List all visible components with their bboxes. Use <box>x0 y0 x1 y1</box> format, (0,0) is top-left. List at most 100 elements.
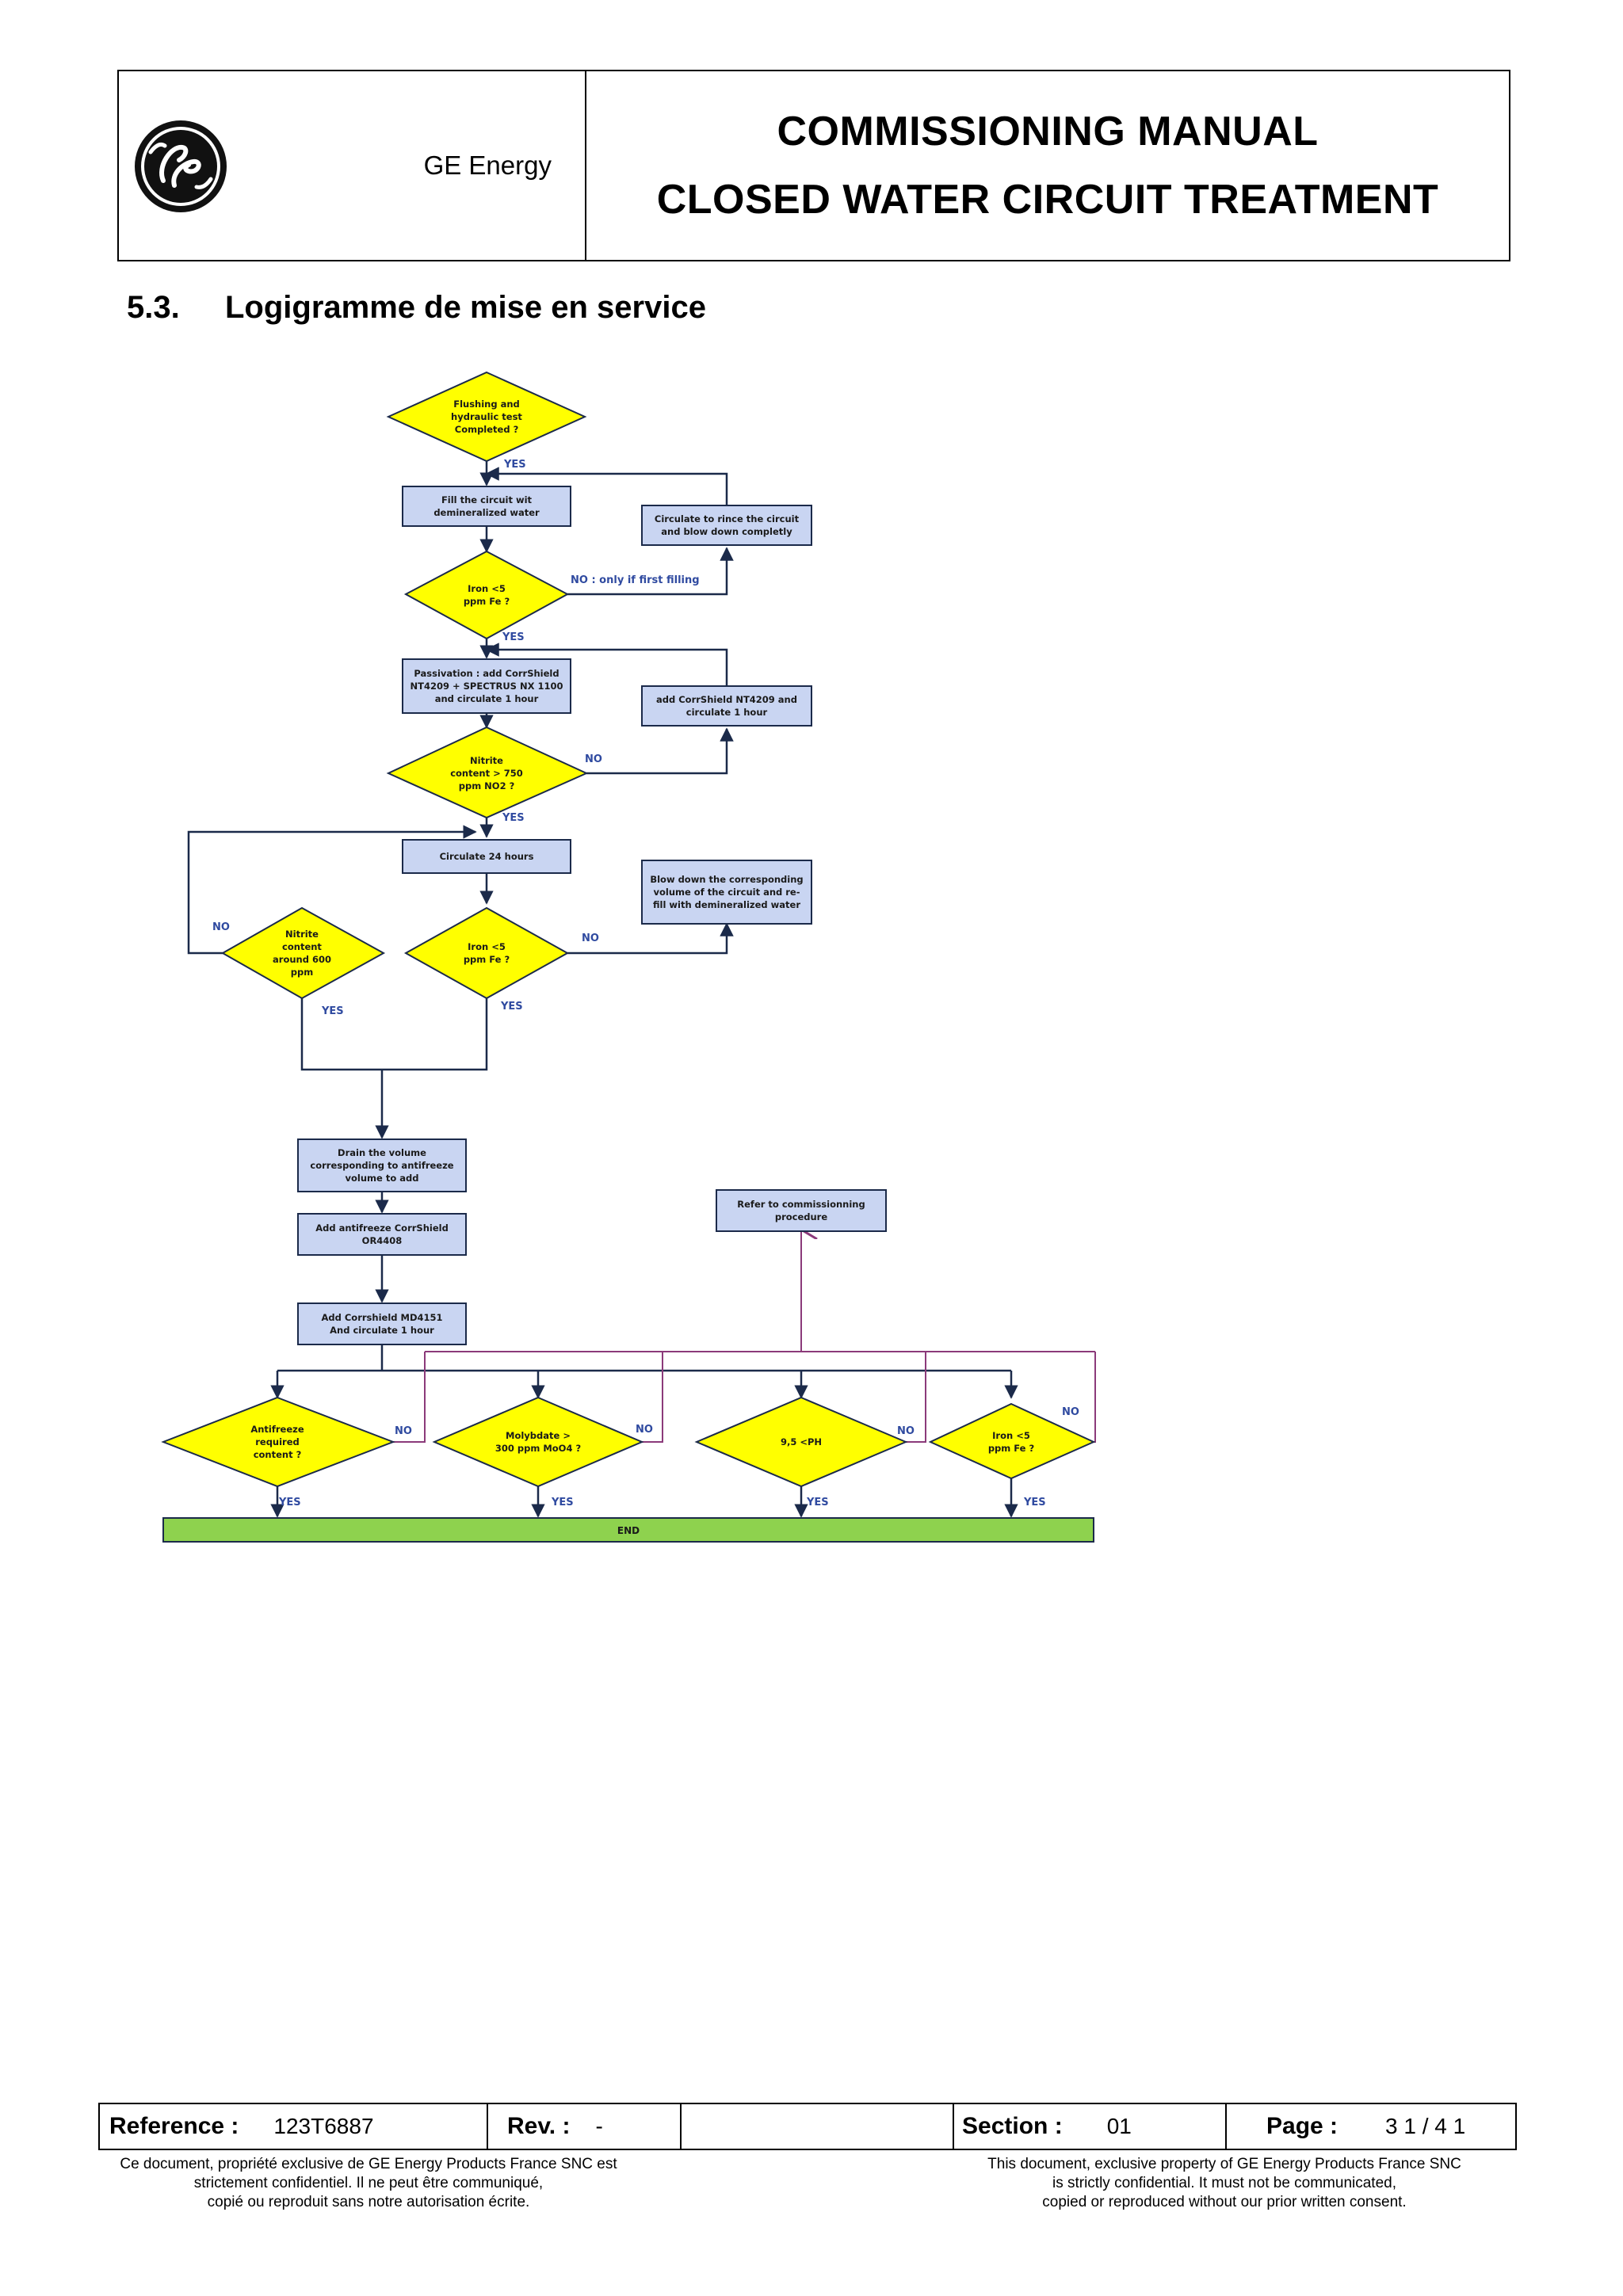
footer-page-cell: Page : 3 1 / 4 1 <box>1227 2104 1515 2149</box>
text-molybdate-line: 300 ppm MoO4 ? <box>495 1443 581 1454</box>
section-title: Logigramme de mise en service <box>225 290 706 325</box>
text-refer-procedure-line: Refer to commissionning <box>737 1199 865 1210</box>
company-name: GE Energy <box>423 151 552 180</box>
text-blow-down: Blow down the corresponding volume of the… <box>650 874 803 910</box>
label-yes-ph: YES <box>806 1497 829 1508</box>
box-circulate-24h <box>402 839 571 874</box>
text-iron-3-line: Iron <5 <box>992 1430 1030 1441</box>
footer-blank-cell <box>682 2104 954 2149</box>
disclaimer-fr-line: strictement confidentiel. Il ne peut êtr… <box>193 2175 544 2191</box>
text-drain-volume-line: volume to add <box>346 1173 419 1184</box>
footer-section-cell: Section : 01 <box>954 2104 1227 2149</box>
label-no-molybdate: NO <box>636 1424 653 1436</box>
text-antifreeze-line: content ? <box>254 1449 302 1460</box>
text-circulate-rince-line: and blow down completly <box>661 526 792 537</box>
box-add-md4151 <box>297 1302 467 1345</box>
page-value: 3 1 / 4 1 <box>1385 2114 1466 2138</box>
end-bar <box>162 1517 1094 1543</box>
footer-reference-cell: Reference : 123T6887 <box>100 2104 488 2149</box>
text-iron-1-line: ppm Fe ? <box>464 596 510 607</box>
document-subtitle: CLOSED WATER CIRCUIT TREATMENT <box>656 177 1439 223</box>
page-label: Page : <box>1266 2113 1338 2139</box>
box-refer-procedure <box>716 1189 887 1232</box>
section-heading: 5.3. Logigramme de mise en service <box>127 290 706 326</box>
text-iron-3-line: ppm Fe ? <box>988 1443 1034 1454</box>
text-antifreeze-line: Antifreeze <box>250 1424 304 1435</box>
text-circulate-rince: Circulate to rince the circuit and blow d… <box>655 513 800 537</box>
text-circulate-rince-line: Circulate to rince the circuit <box>655 513 800 524</box>
text-circulate-24h-line: Circulate 24 hours <box>440 851 534 862</box>
decision-diamonds <box>161 371 1096 1488</box>
text-flushing-line: Completed ? <box>455 424 519 435</box>
box-passivation <box>402 658 571 714</box>
text-nitrite-600-line: around 600 <box>273 954 331 965</box>
feedback-connectors <box>393 1230 1096 1443</box>
text-nitrite-600-line: content <box>282 941 322 952</box>
text-nitrite-750-line: Nitrite <box>470 755 503 766</box>
text-passivation-line: and circulate 1 hour <box>435 693 539 704</box>
label-yes-iron-1: YES <box>502 631 525 643</box>
text-nitrite-750-line: ppm NO2 ? <box>459 780 515 791</box>
diamond-iron-3 <box>928 1402 1096 1480</box>
text-add-antifreeze-line: OR4408 <box>362 1235 403 1246</box>
disclaimer-fr-line: copié ou reproduit sans notre autorisati… <box>207 2194 530 2210</box>
text-blow-down-line: volume of the circuit and re- <box>653 887 800 898</box>
diamond-ph <box>694 1396 908 1488</box>
section-number: 5.3. <box>127 290 180 325</box>
diamond-flushing <box>386 371 587 463</box>
text-circulate-24h: Circulate 24 hours <box>440 851 534 862</box>
text-add-corrshield-nt-line: circulate 1 hour <box>686 707 768 718</box>
end-label: END <box>617 1525 640 1536</box>
ge-logo <box>135 120 227 212</box>
text-refer-procedure-line: procedure <box>775 1211 828 1222</box>
flow-connectors <box>187 458 1018 1518</box>
label-yes-nitrite-600: YES <box>321 1005 344 1017</box>
label-no-first-filling: NO : only if first filling <box>571 574 700 586</box>
text-ph-line: 9,5 <PH <box>781 1436 822 1447</box>
text-molybdate: Molybdate >300 ppm MoO4 ? <box>495 1430 581 1454</box>
reference-value: 123T6887 <box>273 2114 374 2138</box>
diamond-antifreeze <box>161 1396 395 1488</box>
text-drain-volume-line: Drain the volume <box>338 1147 426 1158</box>
label-yes-antifreeze: YES <box>278 1497 301 1508</box>
text-flushing-line: hydraulic test <box>451 411 522 422</box>
disclaimer-en-line: copied or reproduced without our prior w… <box>1042 2194 1407 2210</box>
rev-value: - <box>595 2114 603 2138</box>
diamond-nitrite-600 <box>220 906 386 1000</box>
text-antifreeze-line: required <box>255 1436 300 1447</box>
diamond-iron-1 <box>403 550 570 640</box>
label-no-nitrite-600: NO <box>212 921 230 933</box>
label-no-iron-3: NO <box>1062 1406 1079 1418</box>
document-header: GE Energy COMMISSIONING MANUAL CLOSED WA… <box>117 70 1510 261</box>
label-yes-iron-3: YES <box>1023 1497 1046 1508</box>
label-yes-nitrite-750: YES <box>502 812 525 824</box>
label-no-nitrite-750: NO <box>585 753 602 765</box>
diamond-iron-2 <box>403 906 570 1000</box>
document-title: COMMISSIONING MANUAL <box>777 109 1319 154</box>
text-nitrite-600-line: Nitrite <box>285 929 319 940</box>
footer-rev-cell: Rev. : - <box>488 2104 682 2149</box>
text-fill-demineralized-line: Fill the circuit wit <box>441 494 533 505</box>
box-fill-demineralized <box>402 486 571 527</box>
text-blow-down-line: Blow down the corresponding <box>650 874 803 885</box>
text-add-md4151-line: Add Corrshield MD4151 <box>322 1312 443 1323</box>
header-logo-cell: GE Energy <box>119 71 586 260</box>
text-nitrite-750-line: content > 750 <box>450 768 523 779</box>
rev-label: Rev. : <box>507 2113 571 2139</box>
process-boxes <box>297 486 887 1345</box>
text-iron-3: Iron <5 ppm Fe ? <box>988 1430 1034 1454</box>
label-no-ph: NO <box>897 1425 915 1437</box>
section-value: 01 <box>1106 2114 1132 2138</box>
